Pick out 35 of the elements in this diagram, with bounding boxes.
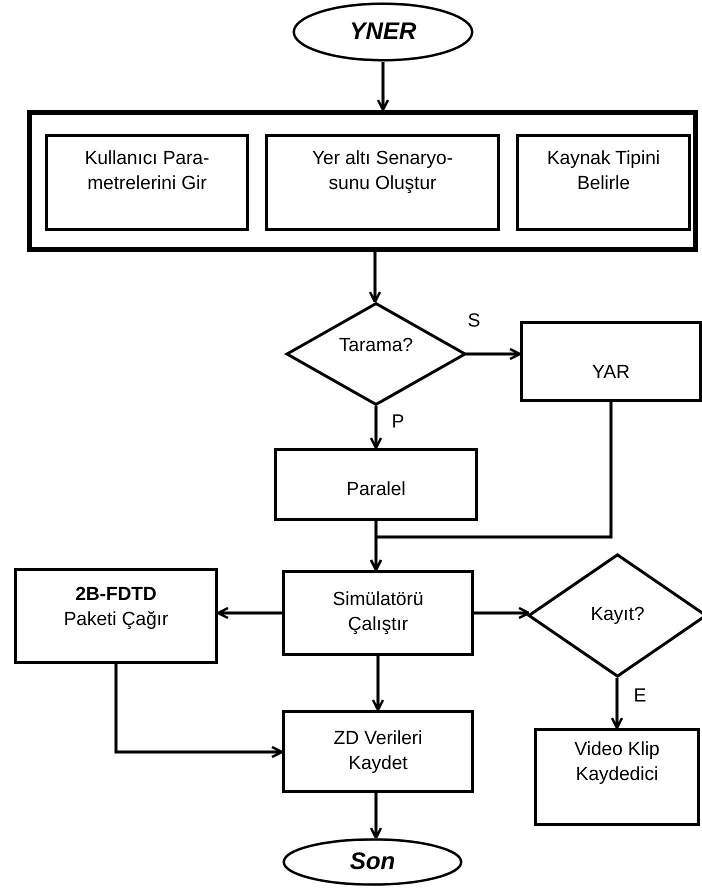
arrow bbox=[368, 252, 382, 304]
node-label: Tarama? bbox=[339, 334, 413, 358]
arrow bbox=[370, 402, 612, 572]
process-box bbox=[520, 321, 702, 402]
node-label: YAR bbox=[592, 361, 630, 386]
node-label: Video Klip Kaydedici bbox=[573, 738, 661, 787]
process-box bbox=[282, 710, 474, 793]
node-label: Simülatörü Çalıştır bbox=[332, 588, 424, 637]
arrow bbox=[610, 678, 624, 730]
arrow bbox=[376, 62, 390, 112]
arrow bbox=[114, 664, 284, 758]
process-box bbox=[534, 728, 700, 826]
node-label: ZD Verileri Kaydet bbox=[332, 726, 424, 776]
node-label: Yer altı Senaryo- sunu Oluştur bbox=[311, 147, 454, 196]
process-box bbox=[516, 134, 691, 231]
node-label: Kaynak Tipini Belirle bbox=[546, 147, 661, 196]
node-heading: 2B-FDTD bbox=[75, 583, 157, 608]
arrow bbox=[474, 606, 530, 620]
process-box bbox=[45, 134, 249, 231]
process-box bbox=[274, 448, 478, 521]
arrow bbox=[465, 348, 522, 360]
terminal-label: Son bbox=[350, 847, 396, 878]
node-label: Paketi Çağır bbox=[64, 608, 168, 632]
node-label: Kayıt? bbox=[590, 603, 644, 628]
arrow bbox=[370, 406, 382, 450]
node-label: Paralel bbox=[346, 478, 406, 502]
process-box bbox=[265, 134, 500, 231]
terminal-label: YNER bbox=[350, 17, 416, 48]
arrow bbox=[370, 793, 382, 840]
process-box bbox=[14, 568, 218, 664]
process-box bbox=[282, 570, 474, 656]
arrow bbox=[372, 656, 384, 712]
group-frame bbox=[27, 110, 698, 252]
arrow bbox=[216, 606, 282, 620]
node-label: Kullanıcı Para- metrelerini Gir bbox=[84, 147, 210, 196]
